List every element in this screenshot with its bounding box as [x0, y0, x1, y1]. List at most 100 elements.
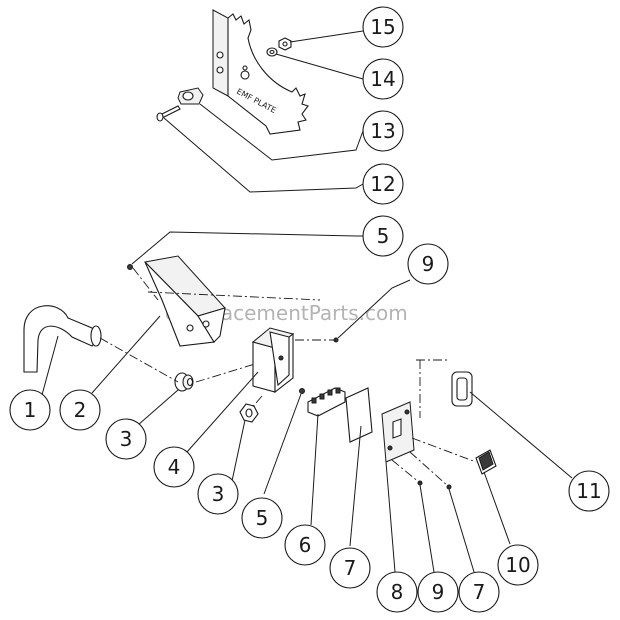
callout-5-lower: 5 — [241, 497, 283, 539]
leader-10 — [483, 471, 511, 545]
switch-boot — [451, 371, 473, 407]
callout-11: 11 — [568, 470, 610, 512]
clamp-13-loop — [182, 91, 194, 101]
conduit-elbow — [23, 305, 102, 373]
callout-number: 12 — [370, 172, 395, 196]
callout-number: 10 — [505, 553, 530, 577]
plate-screw-hole — [404, 409, 410, 415]
mounting-bracket — [143, 255, 226, 347]
callout-number: 6 — [299, 533, 312, 557]
assembly-line — [99, 337, 179, 383]
assembly-line — [391, 459, 421, 484]
leader-13 — [199, 103, 364, 161]
bracket-side — [144, 261, 215, 347]
terminal — [319, 393, 325, 400]
callout-7-lower: 7 — [458, 571, 500, 613]
bracket-hole — [202, 320, 210, 328]
terminal — [335, 387, 341, 394]
switch-opening — [392, 418, 402, 439]
callout-number: 5 — [377, 224, 390, 248]
flange-hole — [216, 66, 224, 74]
callout-number: 5 — [256, 506, 269, 530]
screw-5-upper — [127, 264, 133, 270]
callout-9-upper: 9 — [407, 243, 449, 285]
conduit-elbow-body — [23, 305, 101, 373]
assembly-line — [195, 363, 256, 383]
callout-10: 10 — [497, 544, 539, 586]
screw-12-head — [156, 112, 164, 122]
leader-14 — [275, 53, 364, 80]
callout-7-middle: 7 — [329, 547, 371, 589]
switch-plate — [381, 401, 415, 463]
leader-2 — [91, 315, 161, 394]
bracket-hole — [186, 324, 194, 332]
emf-plate-assembly: EMF PLATE — [156, 9, 309, 135]
callout-9-lower: 9 — [417, 571, 459, 613]
leader-12 — [163, 117, 364, 193]
leader-7-upper — [349, 425, 362, 547]
callout-number: 7 — [344, 556, 357, 580]
callout-number: 7 — [473, 580, 486, 604]
leader-7-lower — [448, 488, 475, 573]
callout-4: 4 — [153, 446, 195, 488]
callout-number: 9 — [432, 580, 445, 604]
callout-1: 1 — [9, 389, 51, 431]
nut-15-bore — [282, 41, 288, 47]
callout-number: 3 — [120, 427, 133, 451]
assembly-line — [132, 267, 159, 301]
callout-3-lower: 3 — [197, 473, 239, 515]
callouts: 1 2 3 4 3 5 6 7 8 9 7 10 11 15 14 13 12 … — [9, 6, 610, 613]
leader-5-upper — [131, 231, 363, 265]
leader-6 — [310, 413, 319, 526]
connector-bore — [186, 377, 194, 387]
callout-number: 8 — [391, 580, 404, 604]
conduit-end — [90, 325, 102, 347]
callout-number: 11 — [576, 479, 601, 503]
terminal-block — [307, 387, 346, 417]
insulator-sheet — [345, 387, 373, 443]
callout-number: 13 — [370, 119, 395, 143]
assembly-line — [249, 395, 263, 411]
callout-3-upper: 3 — [105, 418, 147, 460]
plate-hole-small — [242, 65, 248, 71]
callout-8: 8 — [376, 571, 418, 613]
callout-number: 9 — [422, 252, 435, 276]
leader-11 — [469, 391, 573, 479]
box-knockout — [278, 355, 284, 361]
leader-lines — [41, 30, 573, 573]
locknut-bore — [245, 408, 253, 418]
callout-number: 3 — [212, 482, 225, 506]
bracket-front — [197, 307, 226, 343]
leader-5-lower — [263, 393, 302, 495]
leader-9-lower — [419, 484, 435, 573]
callout-13: 13 — [362, 110, 404, 152]
plate-screw-hole — [387, 445, 393, 451]
callout-number: 1 — [24, 398, 37, 422]
rocker-switch — [475, 449, 497, 475]
electrical-box — [251, 327, 295, 394]
washer-14-bore — [269, 49, 275, 55]
callout-14: 14 — [362, 58, 404, 100]
terminal — [327, 389, 333, 396]
flange-hole — [216, 51, 224, 59]
leader-15 — [289, 30, 364, 43]
callout-number: 2 — [74, 398, 87, 422]
callout-5-upper: 5 — [362, 215, 404, 257]
callout-12: 12 — [362, 163, 404, 205]
leader-4 — [186, 371, 259, 453]
switch-rocker — [478, 451, 494, 471]
leader-1 — [41, 335, 59, 396]
callout-15: 15 — [362, 6, 404, 48]
leader-9-upper — [337, 279, 411, 339]
emf-plate — [227, 13, 309, 135]
assembly-line — [411, 437, 477, 463]
terminal — [311, 397, 317, 404]
box-front — [252, 341, 276, 393]
callout-number: 15 — [370, 15, 395, 39]
callout-number: 14 — [370, 67, 395, 91]
leader-8 — [385, 461, 396, 573]
locknut-lower — [239, 403, 259, 423]
terminal-block-body — [307, 387, 346, 417]
callout-2: 2 — [59, 389, 101, 431]
